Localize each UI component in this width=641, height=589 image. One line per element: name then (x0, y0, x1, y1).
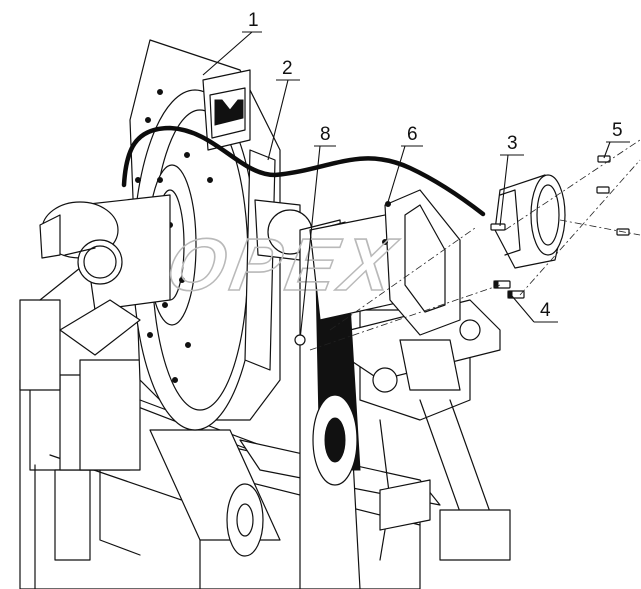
bolt-5b (596, 186, 610, 194)
callout-6: 6 (387, 124, 423, 203)
callout-8: 8 (294, 124, 336, 346)
callout-5: 5 (603, 120, 630, 159)
callout-6-label: 6 (407, 124, 418, 145)
callout-1: 1 (202, 10, 262, 76)
bolt-4a (493, 280, 511, 289)
callout-4: 4 (511, 295, 558, 323)
part-1-bracket (202, 69, 251, 151)
callout-2-label: 2 (282, 58, 293, 79)
callout-3: 3 (499, 133, 524, 227)
callout-2: 2 (267, 58, 300, 161)
callout-8-label: 8 (320, 124, 331, 145)
callout-4-label: 4 (540, 300, 551, 321)
bolt-misc (490, 223, 506, 231)
callout-3-label: 3 (507, 133, 518, 154)
part-2-cover (244, 149, 313, 371)
mounting-bracket (349, 299, 511, 561)
outlet-pipe (39, 194, 171, 356)
part-6-plate (382, 189, 461, 336)
callout-5-label: 5 (612, 120, 623, 141)
callout-1-label: 1 (248, 10, 259, 31)
assembly-center-lines (309, 139, 641, 351)
watermark-text: OPEX (161, 223, 405, 306)
bolt-4b (507, 290, 525, 299)
bolt-5a (597, 155, 611, 163)
hose-cable (121, 125, 486, 217)
pulley-and-belt (226, 211, 431, 589)
part-3-flange-duct (494, 174, 566, 269)
